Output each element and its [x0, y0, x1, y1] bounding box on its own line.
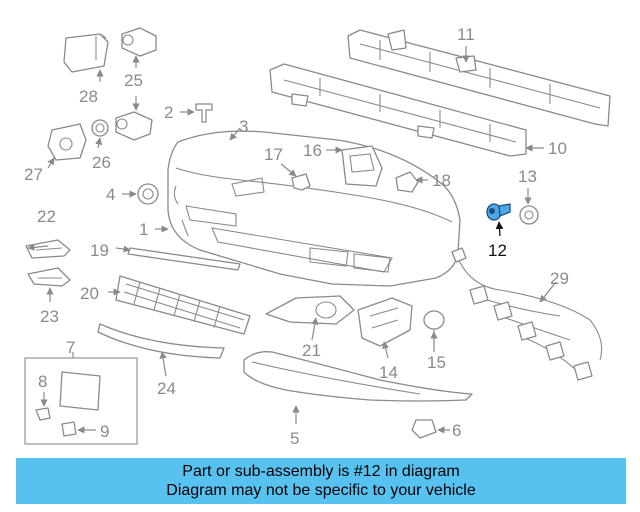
part-4-plug — [137, 183, 159, 205]
part-27-sensor-bracket — [47, 123, 87, 161]
callout-16: 16 — [303, 141, 322, 160]
callout-labels: 28 25 2 3 26 27 4 1 22 19 20 23 7 8 9 24… — [24, 25, 569, 448]
part-25-parking-sensor — [115, 27, 157, 141]
callout-2: 2 — [164, 103, 173, 122]
part-2-clip — [195, 103, 213, 123]
callout-25: 25 — [124, 71, 143, 90]
part-24-lower-trim — [97, 323, 225, 359]
banner-line-1: Part or sub-assembly is #12 in diagram — [182, 463, 460, 480]
callout-22: 22 — [37, 207, 56, 226]
callout-21: 21 — [302, 341, 321, 360]
exploded-parts-diagram: 28 25 2 3 26 27 4 1 22 19 20 23 7 8 9 24… — [24, 25, 611, 448]
part-12-screw-highlighted — [486, 203, 511, 221]
callout-26: 26 — [92, 153, 111, 172]
part-22-bracket — [25, 239, 71, 259]
part-16-tow-hook-cover — [341, 145, 383, 187]
part-7-kit-group — [24, 357, 138, 445]
part-21-fog-lamp-bezel — [265, 295, 355, 325]
part-1-bumper-cover — [167, 130, 461, 287]
callout-24: 24 — [157, 379, 176, 398]
callout-7: 7 — [66, 338, 75, 357]
part-10-energy-absorber — [269, 63, 527, 157]
part-28-plate-bracket — [63, 33, 109, 73]
part-26-grommet — [91, 119, 109, 137]
callout-10: 10 — [548, 139, 567, 158]
callout-28: 28 — [79, 87, 98, 106]
callout-12-highlighted: 12 — [488, 241, 507, 260]
part-info-banner: Part or sub-assembly is #12 in diagram D… — [16, 458, 626, 504]
callout-15: 15 — [427, 353, 446, 372]
callout-3: 3 — [239, 117, 248, 136]
part-20-lower-grille — [115, 275, 251, 335]
callout-19: 19 — [90, 241, 109, 260]
callout-9: 9 — [100, 422, 109, 441]
callout-1: 1 — [139, 220, 148, 239]
part-14-mount-bracket — [357, 297, 413, 347]
callout-17: 17 — [264, 145, 283, 164]
callout-5: 5 — [290, 429, 299, 448]
callout-14: 14 — [379, 363, 398, 382]
part-5-lower-spoiler — [243, 351, 473, 402]
part-29-wiring-harness — [451, 247, 603, 381]
callout-23: 23 — [40, 307, 59, 326]
callout-18: 18 — [432, 171, 451, 190]
callout-11: 11 — [457, 25, 475, 44]
leader-lines — [27, 46, 557, 434]
part-13-washer — [519, 205, 539, 225]
callout-27: 27 — [24, 165, 43, 184]
banner-line-2: Diagram may not be specific to your vehi… — [166, 482, 476, 499]
part-18-clip — [395, 171, 419, 193]
part-6-clip — [411, 419, 437, 439]
part-17-clip — [291, 173, 311, 191]
callout-8: 8 — [38, 372, 47, 391]
callout-4: 4 — [106, 185, 115, 204]
callout-6: 6 — [452, 421, 461, 440]
callout-13: 13 — [518, 167, 537, 186]
callout-29: 29 — [550, 269, 569, 288]
part-23-bracket — [27, 267, 71, 287]
callout-20: 20 — [80, 284, 99, 303]
